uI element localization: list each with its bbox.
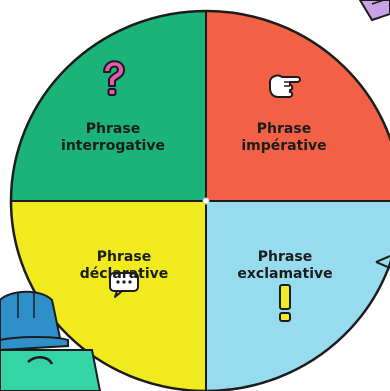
character-decoration (0, 290, 102, 391)
wheel-center (202, 197, 210, 205)
label-interrogative: Phrase interrogative (33, 121, 193, 155)
label-interrogative-line1: Phrase (85, 121, 141, 137)
pencil-tip-decoration (375, 255, 390, 269)
label-imperative: Phrase impérative (204, 121, 364, 155)
wheel-outline (9, 9, 390, 391)
label-declarative-line2: déclarative (79, 266, 169, 282)
quadrant-declarative (11, 201, 206, 391)
label-imperative-line1: Phrase (256, 121, 312, 137)
label-imperative-line2: impérative (241, 138, 327, 154)
pointing-hand-icon (269, 74, 301, 98)
quadrant-imperative (206, 11, 390, 201)
label-exclamative-line1: Phrase (257, 249, 313, 265)
label-interrogative-line2: interrogative (61, 138, 165, 154)
speech-bubble-ellipsis-icon (109, 272, 139, 298)
label-exclamative: Phrase exclamative (205, 249, 365, 283)
quadrant-exclamative (206, 201, 390, 391)
label-exclamative-line2: exclamative (237, 266, 333, 282)
question-mark-icon (103, 60, 125, 96)
exclamation-mark-icon (279, 284, 291, 322)
quadrant-interrogative (11, 11, 206, 201)
label-declarative-line1: Phrase (96, 249, 152, 265)
label-declarative: Phrase déclarative (44, 249, 204, 283)
pencil-decoration (358, 0, 390, 22)
